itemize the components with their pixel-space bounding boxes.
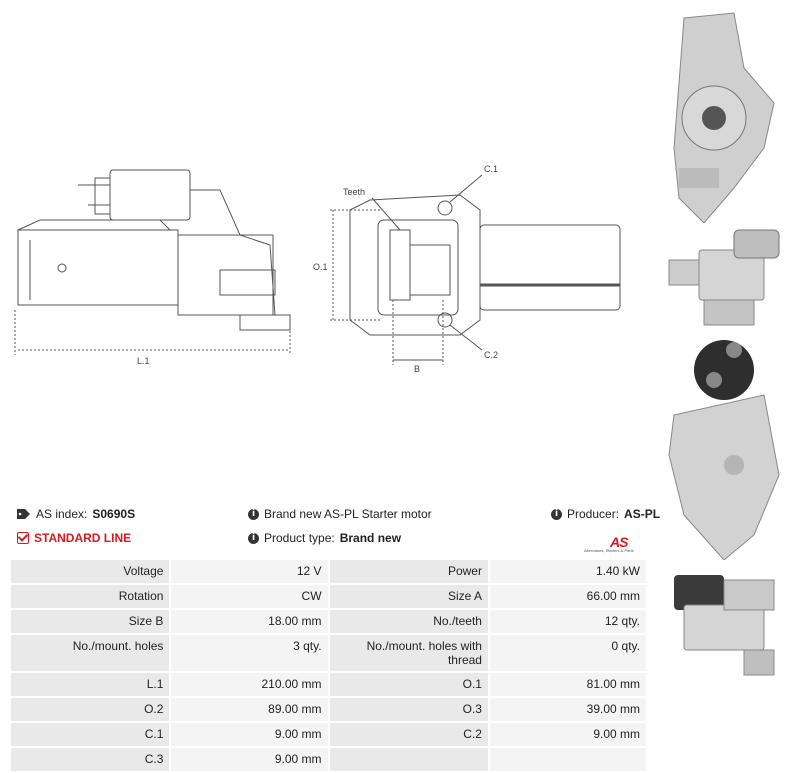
as-pl-logo: AS Alternators, Starters & Parts (584, 534, 650, 553)
spec-label: L.1 (11, 673, 170, 696)
spec-value: CW (171, 585, 328, 608)
technical-drawing: L.1 O.1 Teeth C.1 C.2 B (14, 164, 621, 374)
logo-subtitle: Alternators, Starters & Parts (584, 548, 634, 553)
as-index-line: AS index: S0690S (17, 507, 135, 521)
as-index-value: S0690S (92, 507, 136, 521)
spec-label: No./mount. holes with thread (329, 635, 488, 671)
spec-label: Size B (11, 610, 170, 633)
label-l1: L.1 (137, 356, 150, 366)
as-index-label: AS index: (36, 507, 88, 521)
product-type-line: i Product type: Brand new (248, 531, 401, 545)
spec-value: 210.00 mm (171, 673, 328, 696)
label-c2: C.2 (484, 350, 498, 360)
label-o1: O.1 (313, 262, 328, 272)
standard-line-badge: STANDARD LINE (17, 531, 131, 545)
info-icon: i (248, 532, 259, 544)
product-photo-angle[interactable] (664, 565, 784, 680)
spec-label: O.1 (329, 673, 488, 696)
product-photo-front[interactable] (664, 8, 776, 223)
product-type-label: Product type: (264, 531, 335, 545)
spec-label: Rotation (11, 585, 170, 608)
motor-body-outline (17, 229, 179, 306)
spec-label: O.3 (329, 698, 488, 721)
spec-label: No./mount. holes (11, 635, 170, 671)
tag-icon (17, 509, 30, 519)
spec-value: 81.00 mm (489, 673, 646, 696)
label-b: B (414, 364, 420, 374)
producer-label: Producer: (567, 507, 620, 521)
spec-label: Size A (329, 585, 488, 608)
spec-label: C.2 (329, 723, 488, 746)
label-teeth: Teeth (343, 187, 365, 197)
spec-label: C.3 (11, 748, 170, 771)
spec-value: 12 qty. (489, 610, 646, 633)
spec-label: Voltage (11, 560, 170, 583)
solenoid-outline (109, 169, 191, 221)
standard-line-label: STANDARD LINE (34, 531, 132, 545)
spec-value: 18.00 mm (171, 610, 328, 633)
producer-line: i Producer: AS-PL (551, 507, 660, 521)
spec-value: 39.00 mm (489, 698, 646, 721)
spec-value: 12 V (171, 560, 328, 583)
info-icon: i (248, 508, 259, 520)
spec-label: O.2 (11, 698, 170, 721)
spec-value: 9.00 mm (171, 723, 328, 746)
checkbox-icon (17, 532, 29, 544)
drive-housing-outline (177, 234, 274, 316)
spec-value: 9.00 mm (171, 748, 328, 771)
product-photo-side[interactable] (664, 225, 784, 330)
spec-value: 89.00 mm (171, 698, 328, 721)
spec-value: 9.00 mm (489, 723, 646, 746)
spec-label (329, 748, 488, 771)
description-line: i Brand new AS-PL Starter motor (248, 507, 432, 521)
motor-can-outline (479, 224, 621, 311)
product-photo-rear[interactable] (664, 335, 784, 560)
front-flange-outline (349, 194, 481, 336)
spec-value: 0 qty. (489, 635, 646, 671)
product-type-value: Brand new (339, 531, 402, 545)
spec-value: 1.40 kW (489, 560, 646, 583)
spec-value: 66.00 mm (489, 585, 646, 608)
spec-value: 3 qty. (171, 635, 328, 671)
description-text: Brand new AS-PL Starter motor (264, 507, 432, 521)
producer-value: AS-PL (624, 507, 661, 521)
spec-value (489, 748, 646, 771)
spec-label: C.1 (11, 723, 170, 746)
spec-label: No./teeth (329, 610, 488, 633)
label-c1: C.1 (484, 164, 498, 174)
spec-label: Power (329, 560, 488, 583)
info-icon: i (551, 508, 562, 520)
logo-text: AS (610, 534, 628, 550)
